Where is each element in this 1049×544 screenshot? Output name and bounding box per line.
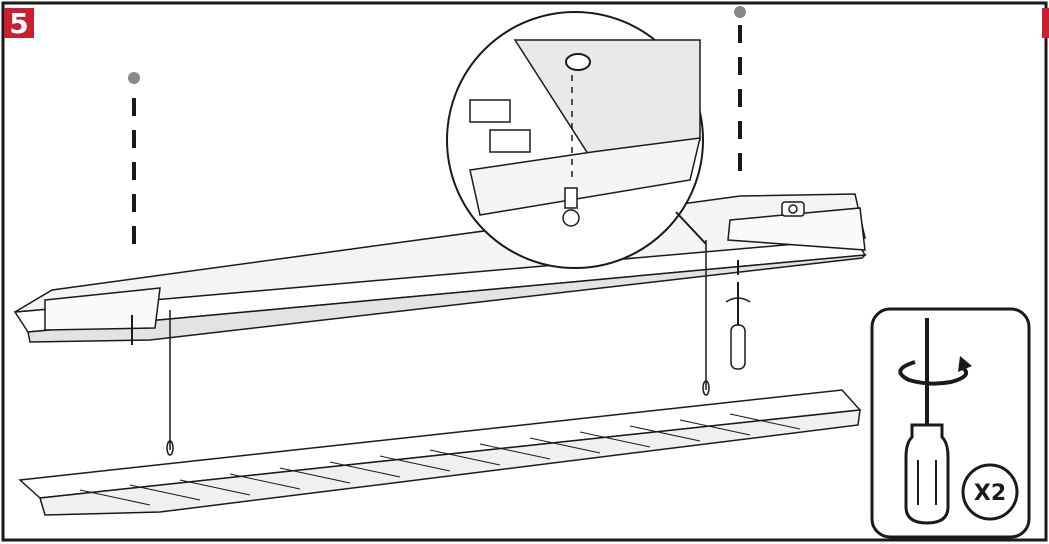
page-edge-marker xyxy=(1042,8,1049,38)
step-badge-bg xyxy=(4,8,34,38)
screwdriver-icon xyxy=(904,318,950,525)
rotate-arrow-icon xyxy=(898,356,972,386)
screwdriver-small-icon xyxy=(725,282,751,370)
tool-panel: X2 xyxy=(870,307,1031,539)
ceiling-anchor-right xyxy=(734,6,746,178)
quantity-label: X2 xyxy=(974,481,1006,506)
light-fixture xyxy=(18,389,862,516)
ceiling-anchor-left xyxy=(128,72,140,250)
detail-magnifier xyxy=(446,11,707,269)
quantity-badge: X2 xyxy=(961,463,1019,521)
step-number: 5 xyxy=(9,6,29,40)
suspension-cables xyxy=(166,240,710,456)
